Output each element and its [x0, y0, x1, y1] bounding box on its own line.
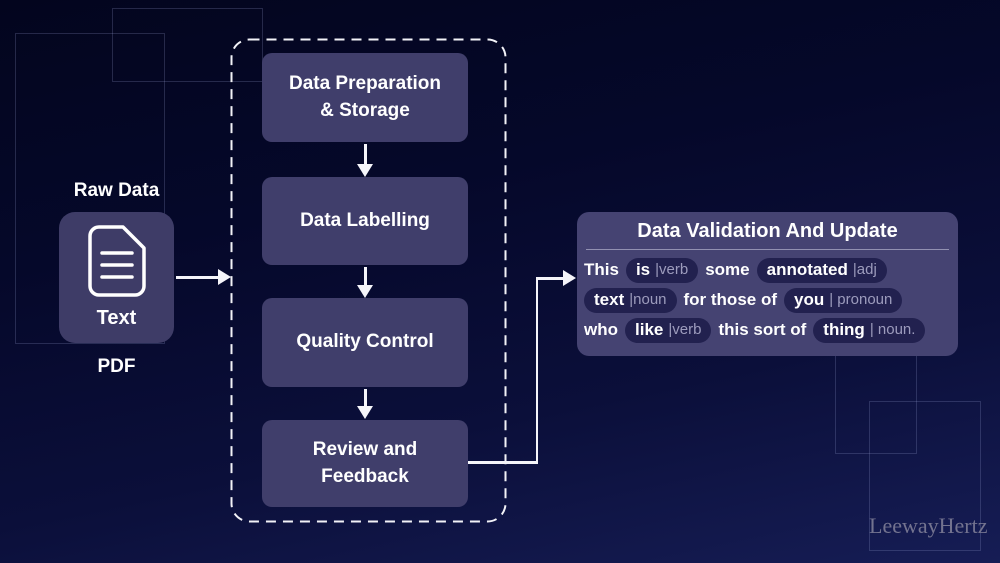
title-divider	[586, 249, 949, 250]
annotation-pill: like|verb	[625, 317, 712, 343]
annotation-pos-tag: | pronoun	[829, 291, 893, 308]
connector-line	[364, 389, 367, 408]
decorative-rectangle	[15, 33, 165, 344]
annotation-pos-tag: |noun	[629, 291, 667, 308]
annotation-pos-tag: |adj	[852, 261, 877, 278]
annotation-text: This	[584, 260, 619, 279]
arrow-head-icon	[357, 285, 373, 298]
annotation-pill: text|noun	[584, 287, 677, 313]
document-icon	[87, 212, 147, 303]
annotation-text: who	[584, 320, 618, 339]
decorative-rectangle	[869, 401, 981, 551]
annotation-pill: is|verb	[625, 257, 699, 283]
connector-line	[176, 276, 220, 279]
connector-line	[364, 144, 367, 166]
arrow-head-icon	[357, 406, 373, 419]
annotation-line: text|noun for those of you| pronoun	[584, 285, 951, 315]
annotation-word: thing	[823, 319, 865, 339]
annotation-pos-tag: |verb	[668, 321, 702, 338]
step-data-preparation: Data Preparation & Storage	[262, 53, 468, 142]
step-review-feedback: Review and Feedback	[262, 420, 468, 507]
annotation-pos-tag: |verb	[655, 261, 689, 278]
connector-line	[535, 277, 538, 463]
pdf-label: PDF	[97, 356, 136, 377]
annotation-word: is	[635, 259, 651, 279]
connector-line	[536, 277, 565, 280]
connector-line	[364, 267, 367, 287]
arrow-head-icon	[563, 270, 576, 286]
annotation-word: annotated	[766, 259, 848, 279]
annotation-text: for those of	[683, 290, 778, 309]
arrow-head-icon	[218, 269, 231, 285]
raw-data-card: Text	[59, 212, 174, 343]
connector-line	[468, 461, 538, 464]
validation-panel-title: Data Validation And Update	[637, 220, 898, 242]
pipeline-dashed-border	[230, 38, 507, 528]
annotation-pill: annotated|adj	[756, 257, 887, 283]
arrow-head-icon	[357, 164, 373, 177]
decorative-rectangle	[112, 8, 263, 82]
annotation-pill: thing| noun.	[813, 317, 926, 343]
annotation-pos-tag: | noun.	[869, 321, 916, 338]
annotation-word: like	[635, 319, 664, 339]
step-quality-control: Quality Control	[262, 298, 468, 387]
annotation-text: some	[705, 260, 750, 279]
leewayhertz-watermark: LeewayHertz	[869, 513, 988, 538]
step-data-labelling: Data Labelling	[262, 177, 468, 265]
document-type-label: Text	[96, 307, 137, 329]
annotation-text: this sort of	[718, 320, 807, 339]
annotation-word: text	[594, 289, 625, 309]
annotation-pill: you| pronoun	[784, 287, 903, 313]
raw-data-label: Raw Data	[73, 180, 160, 201]
annotation-word: you	[794, 289, 825, 309]
